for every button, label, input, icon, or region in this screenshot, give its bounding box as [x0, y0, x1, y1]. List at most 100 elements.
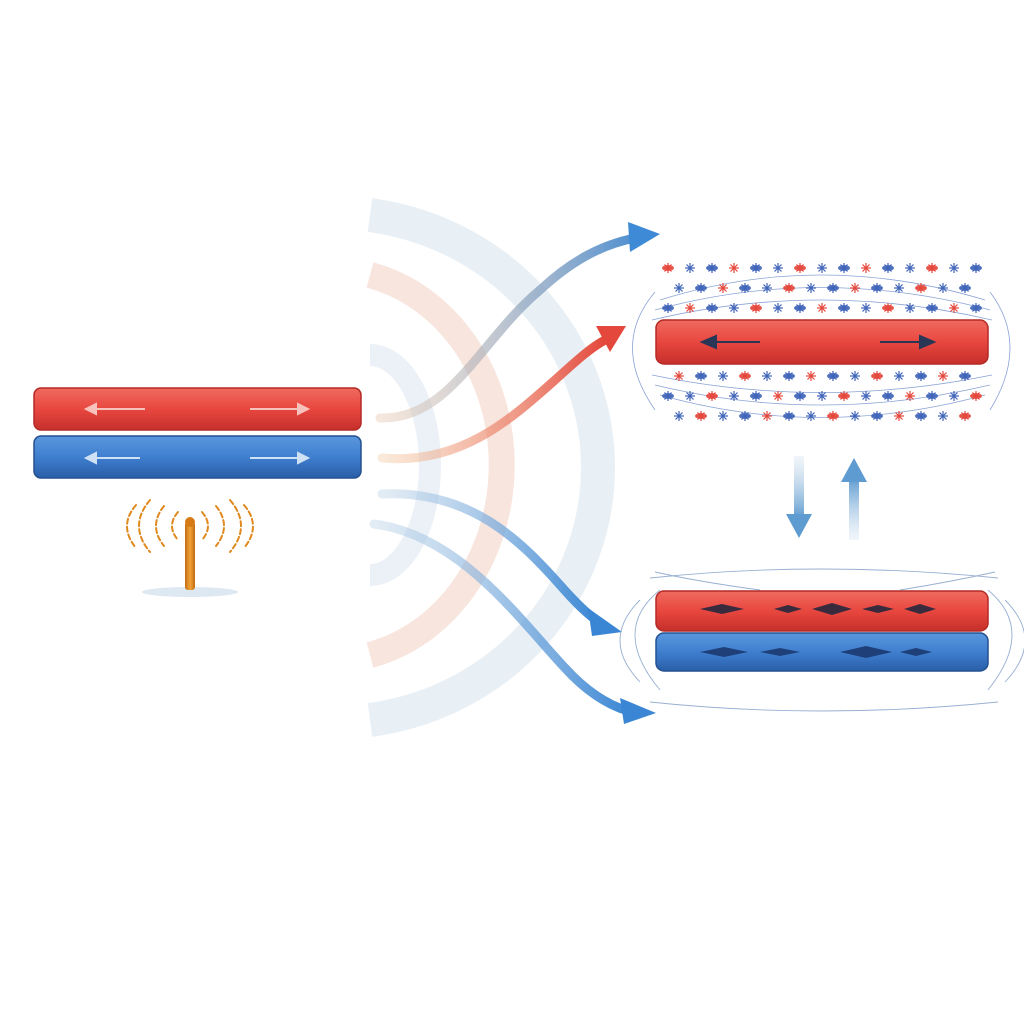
field-star-mark	[894, 371, 904, 381]
field-star-mark	[861, 391, 871, 401]
field-star-mark	[926, 303, 938, 313]
field-star-mark	[662, 263, 674, 273]
field-star-mark	[729, 391, 739, 401]
field-star-mark	[718, 371, 728, 381]
field-star-mark	[970, 391, 982, 401]
field-star-mark	[938, 371, 948, 381]
field-star-mark	[783, 371, 795, 381]
field-star-mark	[882, 303, 894, 313]
arrow-upper-red	[377, 335, 610, 464]
field-star-mark	[685, 391, 695, 401]
field-star-mark	[674, 411, 684, 421]
field-star-mark	[949, 263, 959, 273]
field-star-mark	[794, 263, 806, 273]
field-star-mark	[959, 283, 971, 293]
field-star-mark	[905, 303, 915, 313]
field-star-mark	[762, 283, 772, 293]
field-star-mark	[871, 371, 883, 381]
double-arrow-icon	[83, 451, 311, 465]
field-star-mark	[662, 303, 674, 313]
field-star-mark	[773, 263, 783, 273]
field-star-mark	[750, 391, 762, 401]
field-star-mark	[674, 371, 684, 381]
signal-wave-icon	[126, 499, 254, 553]
field-star-mark	[750, 263, 762, 273]
left-blue-bar	[33, 435, 362, 479]
field-star-mark	[915, 371, 927, 381]
antenna-icon	[142, 517, 238, 597]
field-star-mark	[838, 303, 850, 313]
field-star-mark	[762, 411, 772, 421]
field-star-mark	[729, 263, 739, 273]
field-star-mark	[949, 303, 959, 313]
field-star-mark	[938, 283, 948, 293]
field-star-mark	[905, 263, 915, 273]
propagation-arrows	[369, 222, 660, 724]
field-star-mark	[850, 371, 860, 381]
field-star-mark	[894, 283, 904, 293]
field-star-mark	[773, 391, 783, 401]
field-star-mark	[926, 391, 938, 401]
arrow-upper-gray	[375, 233, 640, 423]
field-star-mark	[817, 263, 827, 273]
field-star-mark	[905, 391, 915, 401]
field-star-mark	[915, 411, 927, 421]
field-star-mark	[662, 391, 674, 401]
field-star-mark	[850, 283, 860, 293]
field-star-mark	[861, 303, 871, 313]
field-star-mark	[750, 303, 762, 313]
field-star-mark	[739, 411, 751, 421]
field-star-mark	[794, 391, 806, 401]
field-star-mark	[685, 303, 695, 313]
field-star-mark	[871, 283, 883, 293]
field-star-mark	[838, 263, 850, 273]
double-arrow-icon	[83, 402, 311, 416]
field-star-mark	[970, 303, 982, 313]
left-red-bar	[33, 387, 362, 431]
field-star-mark	[894, 411, 904, 421]
field-star-mark	[806, 411, 816, 421]
field-star-mark	[838, 391, 850, 401]
field-star-mark	[718, 411, 728, 421]
field-star-mark	[695, 283, 707, 293]
field-star-mark	[959, 371, 971, 381]
field-star-mark	[806, 371, 816, 381]
field-star-mark	[817, 303, 827, 313]
field-star-mark	[674, 283, 684, 293]
field-star-mark	[706, 263, 718, 273]
field-star-mark	[926, 263, 938, 273]
coupled-pair-state	[619, 568, 1024, 712]
excited-bar-state	[632, 263, 1011, 421]
arrow-lower-blue-1	[377, 489, 601, 625]
double-arrow-icon	[699, 334, 937, 350]
left-bar-pair	[33, 387, 362, 479]
field-star-mark	[685, 263, 695, 273]
field-star-mark	[850, 411, 860, 421]
excited-red-bar	[655, 319, 989, 365]
field-star-mark	[949, 391, 959, 401]
field-star-mark	[938, 411, 948, 421]
field-star-mark	[739, 371, 751, 381]
field-star-mark	[695, 371, 707, 381]
field-star-mark	[871, 411, 883, 421]
field-star-mark	[783, 283, 795, 293]
field-star-mark	[706, 303, 718, 313]
field-star-mark	[718, 283, 728, 293]
oscillation-marks-blue	[700, 646, 932, 658]
field-star-mark	[773, 303, 783, 313]
field-star-mark	[794, 303, 806, 313]
field-star-mark	[827, 371, 839, 381]
field-star-mark	[695, 411, 707, 421]
field-star-mark	[882, 263, 894, 273]
field-star-mark	[827, 411, 839, 421]
oscillation-marks-red	[700, 603, 936, 615]
field-star-mark	[970, 263, 982, 273]
field-star-mark	[817, 391, 827, 401]
field-star-mark	[706, 391, 718, 401]
emission-wave-rings	[366, 198, 615, 737]
field-star-mark	[882, 391, 894, 401]
cycle-arrows-icon	[786, 456, 867, 540]
field-lines-lower	[619, 568, 1024, 712]
field-star-mark	[762, 371, 772, 381]
